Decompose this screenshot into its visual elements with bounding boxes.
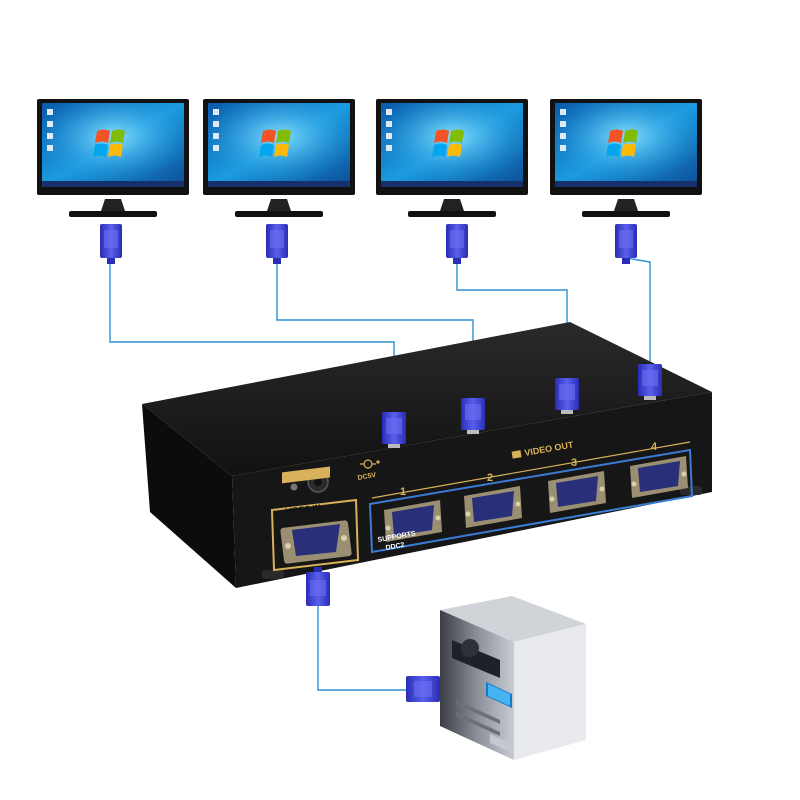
video-out-panel bbox=[368, 448, 694, 554]
monitor-icon bbox=[37, 99, 189, 217]
windows-logo-icon bbox=[606, 129, 638, 157]
vga-port-out-4 bbox=[630, 456, 688, 498]
cable-pc-input bbox=[317, 606, 410, 691]
pc-tower-icon bbox=[440, 596, 586, 760]
vga-connector-icon bbox=[306, 567, 330, 606]
vga-port-out-1 bbox=[384, 500, 442, 542]
monitor-icon bbox=[376, 99, 528, 217]
power-label: DC5V bbox=[357, 472, 377, 482]
monitor-icon bbox=[203, 99, 355, 217]
monitor-2 bbox=[203, 99, 355, 217]
monitor-1 bbox=[37, 99, 189, 217]
power-polarity-icon bbox=[360, 459, 380, 469]
port-number-2: 2 bbox=[487, 472, 493, 484]
windows-logo-icon bbox=[259, 129, 291, 157]
vga-connector-icon bbox=[638, 364, 662, 400]
windows-logo-icon bbox=[93, 129, 125, 157]
vga-connector-icon bbox=[382, 412, 406, 448]
video-out-divider bbox=[371, 441, 691, 499]
vga-port-out-2 bbox=[464, 486, 522, 528]
windows-logo-icon bbox=[432, 129, 464, 157]
monitor-4 bbox=[550, 99, 702, 217]
vga-connector-icon bbox=[461, 398, 485, 434]
vga-connector-icon bbox=[555, 378, 579, 414]
port-number-1: 1 bbox=[400, 486, 406, 498]
monitor-3 bbox=[376, 99, 528, 217]
vga-connector-icon bbox=[615, 224, 637, 264]
monitor-icon bbox=[550, 99, 702, 217]
cable-monitor-4 bbox=[625, 257, 651, 366]
device-top bbox=[142, 322, 712, 476]
screw bbox=[290, 483, 298, 491]
vga-connector-icon bbox=[266, 224, 288, 264]
vga-connector-icon bbox=[446, 224, 468, 264]
port-number-3: 3 bbox=[571, 457, 577, 469]
video-in-panel: VIDEO IN bbox=[270, 466, 360, 572]
vga-splitter-device: DC5V VIDEO IN VIDEO OUT 1 2 3 4 bbox=[142, 322, 712, 588]
vga-port-out-3 bbox=[548, 471, 606, 513]
monitor-icon bbox=[511, 450, 522, 459]
video-in-label: VIDEO IN bbox=[285, 503, 321, 516]
vga-connector-icon bbox=[100, 224, 122, 264]
device-front bbox=[232, 392, 712, 588]
vga-port-in bbox=[280, 520, 352, 564]
port-number-4: 4 bbox=[651, 441, 658, 453]
ddc-label: DDC2 bbox=[385, 542, 405, 552]
device-side bbox=[142, 404, 236, 588]
